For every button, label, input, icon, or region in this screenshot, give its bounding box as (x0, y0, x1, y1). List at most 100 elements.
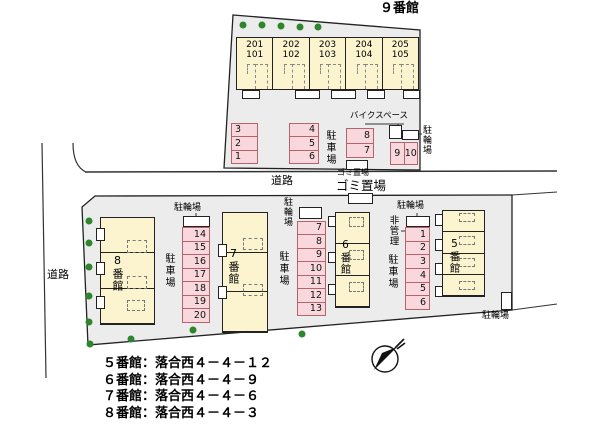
porch (96, 262, 105, 275)
unit-number: 205 105 (383, 38, 418, 60)
building-7: 7番館 (222, 212, 268, 333)
porch (435, 214, 443, 226)
parking-spot-17: 17 (183, 267, 209, 282)
parking-spot-4: 4 (308, 124, 315, 136)
parking-spot-14: 14 (193, 228, 206, 240)
unit-lower: 105 (391, 49, 409, 60)
road-label: 道路 (271, 174, 293, 187)
bike-space-label: バイクスペース (350, 111, 409, 121)
building6-section (336, 244, 369, 276)
porch (331, 90, 356, 99)
parking-group-910: 9 10 (390, 142, 418, 165)
building6-label: 6番館 (339, 239, 352, 275)
building9-unit: 204 104 (346, 38, 383, 89)
stair-mark (459, 281, 475, 290)
stair-mark (349, 217, 364, 227)
parking-spot-5c: 5 (406, 281, 429, 296)
unmanaged-label: 非管理 (387, 215, 399, 247)
tree-icon (189, 326, 197, 334)
bike-space-box (402, 130, 419, 140)
building6-section (336, 276, 369, 307)
unit-lower: 101 (246, 49, 264, 60)
parking-spot-3: 3 (235, 124, 242, 136)
corner-bike-box (501, 292, 512, 310)
tree-icon (85, 292, 93, 300)
building9-unit: 203 103 (310, 38, 347, 89)
unit-upper: 204 (355, 40, 373, 50)
stair-mark (127, 276, 147, 289)
address-line-7: ７番館：落合西４－４－６ (103, 389, 260, 404)
building-9: 201 101 202 102 203 103 (236, 37, 419, 90)
building-5: 5番館 (442, 210, 485, 297)
parking-group-456: 4 5 6 (289, 123, 319, 164)
building9-unit: 202 102 (273, 38, 310, 89)
building9-unit: 201 101 (237, 38, 274, 89)
left-road-line (41, 142, 47, 379)
parking-spot-5: 5 (290, 136, 318, 149)
col-a-bike-box (183, 216, 210, 227)
porch (328, 216, 336, 227)
parking-spot-16: 16 (183, 254, 209, 268)
parking-spot-9: 9 (394, 147, 401, 159)
parking-spot-8b: 8 (298, 234, 325, 247)
garbage-box-top (346, 160, 368, 170)
compass-icon (371, 338, 406, 373)
parking-spot-20: 20 (183, 308, 209, 322)
tree-icon (85, 263, 93, 271)
tree-icon (258, 21, 266, 29)
tree-row-top (239, 21, 322, 31)
garbage-label-small: ゴミ置場 (337, 168, 369, 177)
parking-group-14-20: 14 15 16 17 18 19 20 (182, 227, 210, 323)
col-c-parking-label: 駐車場 (386, 254, 397, 290)
tree-icon (296, 23, 304, 31)
left-road-label: 道路 (47, 268, 69, 281)
address-line-5: ５番館：落合西４－４－１２ (103, 356, 273, 371)
porch (96, 228, 105, 241)
building6-section (336, 213, 369, 245)
porch (328, 252, 336, 263)
parking-spot-19: 19 (183, 294, 209, 309)
parking-spot-10b: 10 (298, 261, 325, 274)
parking-spot-13b: 13 (298, 301, 325, 315)
porch (218, 244, 227, 257)
col-a-parking-label: 駐車場 (163, 253, 174, 289)
parking-spot-15: 15 (183, 240, 209, 255)
porch (367, 90, 385, 99)
building5-label: 5番館 (448, 238, 461, 274)
porch (242, 90, 260, 99)
unit-upper: 202 (282, 40, 300, 50)
porch (435, 263, 443, 275)
stair-mark (127, 300, 145, 311)
tree-icon (277, 22, 285, 30)
building-6: 6番館 (335, 212, 370, 308)
stair-mark (459, 236, 475, 245)
porch (328, 284, 336, 295)
unit-number: 201 101 (237, 38, 272, 60)
tree-icon (298, 330, 306, 338)
stair-mark (459, 213, 475, 222)
address-legend: ５番館：落合西４－４－１２ ６番館：落合西４－４－９ ７番館：落合西４－４－６ … (103, 356, 272, 422)
tree-icon (85, 217, 93, 225)
corner-bike-label: 駐輪場 (482, 311, 510, 321)
stair-mark (349, 282, 364, 292)
parking-spot-12b: 12 (298, 288, 325, 301)
porch (218, 286, 227, 299)
parking-spot-1c: 1 (419, 228, 426, 240)
col-c-bike-label: 駐輪場 (397, 201, 425, 211)
entry-door-mark (356, 64, 378, 89)
road-corner-curve (72, 142, 87, 173)
porch (295, 90, 320, 99)
tree-icon (86, 340, 94, 348)
road-top-line (84, 170, 558, 173)
building9-title: ９番館 (380, 1, 420, 16)
parking-spot-7: 7 (347, 142, 373, 158)
stair-mark (459, 258, 475, 267)
parking-spot-7b: 7 (315, 222, 322, 234)
building5-section (443, 254, 484, 275)
building9-unit: 205 105 (383, 38, 418, 89)
entry-door-mark (320, 64, 342, 89)
parking-spot-2: 2 (232, 136, 257, 149)
unit-lower: 102 (282, 49, 300, 60)
parking-spot-8: 8 (363, 130, 370, 141)
parking-spot-6: 6 (290, 149, 318, 163)
